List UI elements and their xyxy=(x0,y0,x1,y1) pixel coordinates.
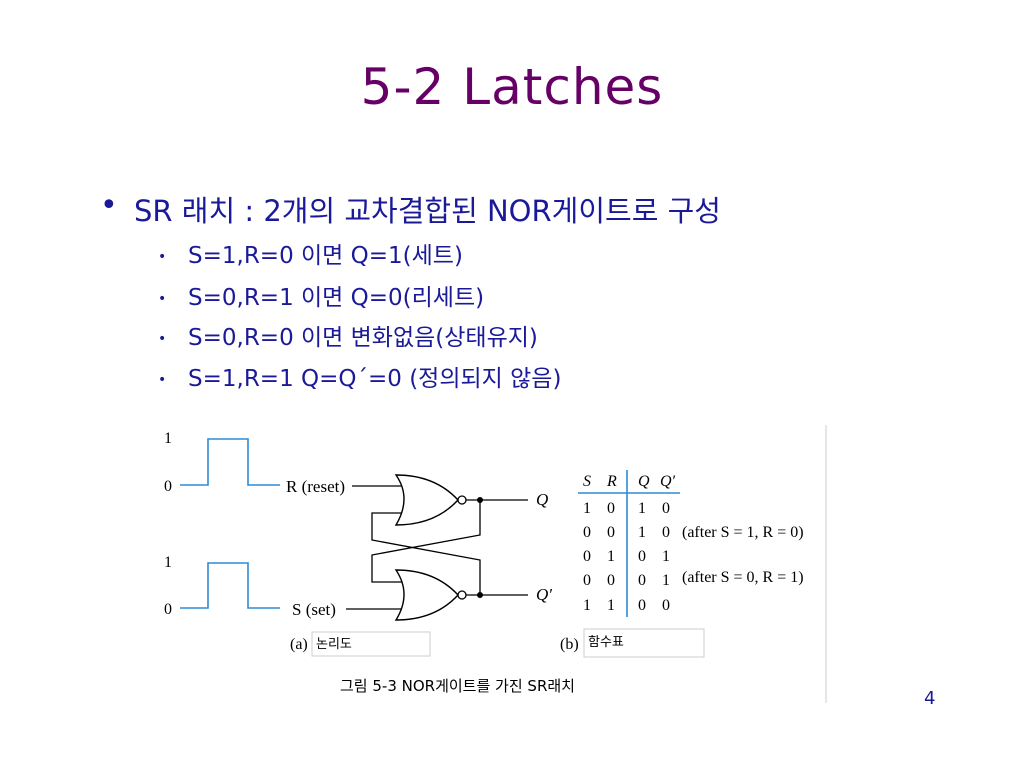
sub-bullet-text: S=0,R=0 이면 변화없음(상태유지) xyxy=(188,325,538,351)
wave-r-low-label: 0 xyxy=(164,478,172,495)
nor-gate-top xyxy=(394,474,467,526)
table-cell: 1 xyxy=(607,597,615,614)
figure-caption: 그림 5-3 NOR게이트를 가진 SR래치 xyxy=(340,677,575,695)
table-note: (after S = 1, R = 0) xyxy=(682,524,804,541)
caption-a-prefix: (a) xyxy=(290,636,308,653)
table-cell: 1 xyxy=(662,548,670,565)
wave-s-high-label: 1 xyxy=(164,554,172,571)
table-cell: 1 xyxy=(638,524,646,541)
table-header: Q xyxy=(638,473,650,490)
table-header: Q′ xyxy=(660,473,676,490)
table-cell: 0 xyxy=(662,524,670,541)
qbar-output-label: Q′ xyxy=(536,585,552,604)
table-cell: 0 xyxy=(607,572,615,589)
bullet-dot: • xyxy=(100,188,118,223)
slide-title: 5-2 Latches xyxy=(360,58,664,116)
table-cell: 0 xyxy=(607,500,615,517)
sr-latch-figure: 1 0 1 0 R (reset) S (set) Q Q′ S R Q Q′ … xyxy=(164,425,827,703)
caption-b-prefix: (b) xyxy=(560,636,579,653)
table-note: (after S = 0, R = 1) xyxy=(682,569,804,586)
truth-table: S R Q Q′ 1 0 1 0 0 0 1 0 (after S = 1, R… xyxy=(578,470,804,617)
wave-r-high-label: 1 xyxy=(164,430,172,447)
bullet-dot: • xyxy=(158,290,167,307)
nor-gate-bottom xyxy=(394,569,467,621)
caption-a-text: 논리도 xyxy=(316,637,352,652)
table-cell: 0 xyxy=(607,524,615,541)
caption-b-text: 함수표 xyxy=(588,635,624,650)
table-cell: 0 xyxy=(638,572,646,589)
main-bullet-text: SR 래치 : 2개의 교차결합된 NOR게이트로 구성 xyxy=(134,194,721,228)
page-number: 4 xyxy=(924,688,936,709)
table-cell: 1 xyxy=(583,597,591,614)
table-cell: 0 xyxy=(583,524,591,541)
table-cell: 0 xyxy=(662,500,670,517)
table-cell: 1 xyxy=(638,500,646,517)
table-cell: 0 xyxy=(638,548,646,565)
table-header: R xyxy=(606,473,617,490)
sub-bullet: • S=1,R=0 이면 Q=1(세트) xyxy=(158,236,463,270)
table-cell: 0 xyxy=(662,597,670,614)
q-output-label: Q xyxy=(536,490,548,509)
bullet-dot: • xyxy=(158,330,167,347)
wave-s-low-label: 0 xyxy=(164,601,172,618)
table-cell: 0 xyxy=(583,572,591,589)
set-label: S (set) xyxy=(292,600,336,619)
table-header: S xyxy=(583,473,591,490)
bullet-dot: • xyxy=(158,371,167,388)
sub-bullet-text: S=0,R=1 이면 Q=0(리세트) xyxy=(188,285,485,311)
main-bullet: • SR 래치 : 2개의 교차결합된 NOR게이트로 구성 xyxy=(100,188,721,230)
sub-bullet: • S=1,R=1 Q=Q´=0 (정의되지 않음) xyxy=(158,359,561,393)
table-cell: 0 xyxy=(638,597,646,614)
sub-bullet-text: S=1,R=0 이면 Q=1(세트) xyxy=(188,243,463,269)
table-cell: 1 xyxy=(607,548,615,565)
bullet-dot: • xyxy=(158,248,167,265)
table-cell: 1 xyxy=(583,500,591,517)
table-cell: 1 xyxy=(662,572,670,589)
reset-waveform xyxy=(180,438,280,486)
set-waveform xyxy=(180,562,280,609)
reset-label: R (reset) xyxy=(286,477,345,496)
table-cell: 0 xyxy=(583,548,591,565)
sub-bullet-text: S=1,R=1 Q=Q´=0 (정의되지 않음) xyxy=(188,366,562,392)
sub-bullet: • S=0,R=1 이면 Q=0(리세트) xyxy=(158,278,484,312)
sub-bullet: • S=0,R=0 이면 변화없음(상태유지) xyxy=(158,318,538,352)
